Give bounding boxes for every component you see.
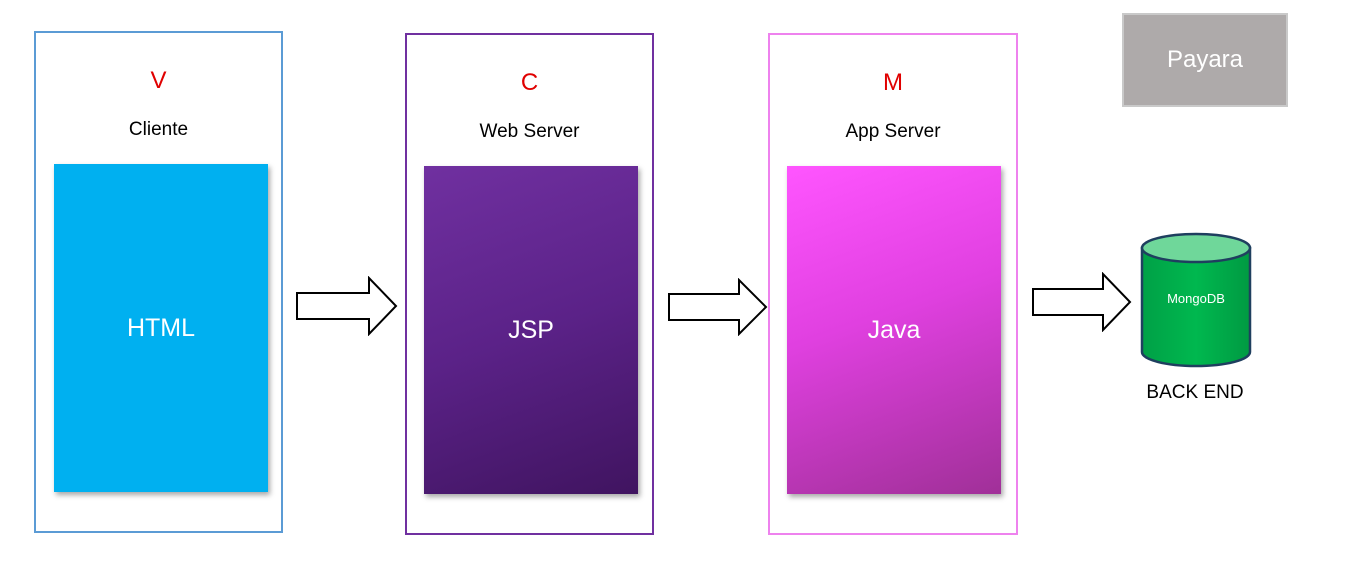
view-letter: V (150, 67, 167, 94)
java-block: Java (787, 166, 1001, 494)
right-arrow-icon (1032, 272, 1132, 332)
html-block: HTML (54, 164, 268, 492)
database-cylinder-icon (1140, 232, 1252, 368)
model-tier-box: M App Server Java (768, 33, 1018, 535)
java-block-label: Java (867, 315, 921, 344)
jsp-block: JSP (424, 166, 638, 494)
controller-tier-label: Web Server (479, 121, 580, 142)
view-tier-box: V Cliente HTML (34, 31, 283, 533)
payara-label: Payara (1166, 46, 1244, 73)
controller-letter: C (520, 69, 539, 96)
model-tier-label: App Server (845, 121, 941, 142)
mongodb-label: MongoDB (1167, 291, 1225, 306)
payara-server-box: Payara (1122, 13, 1288, 107)
right-arrow-icon (296, 276, 398, 336)
view-tier-label: Cliente (128, 119, 189, 140)
backend-caption: BACK END (1146, 382, 1244, 403)
right-arrow-icon (668, 278, 768, 336)
jsp-block-label: JSP (508, 315, 554, 344)
controller-tier-box: C Web Server JSP (405, 33, 654, 535)
html-block-label: HTML (126, 313, 196, 342)
model-letter: M (883, 69, 903, 96)
